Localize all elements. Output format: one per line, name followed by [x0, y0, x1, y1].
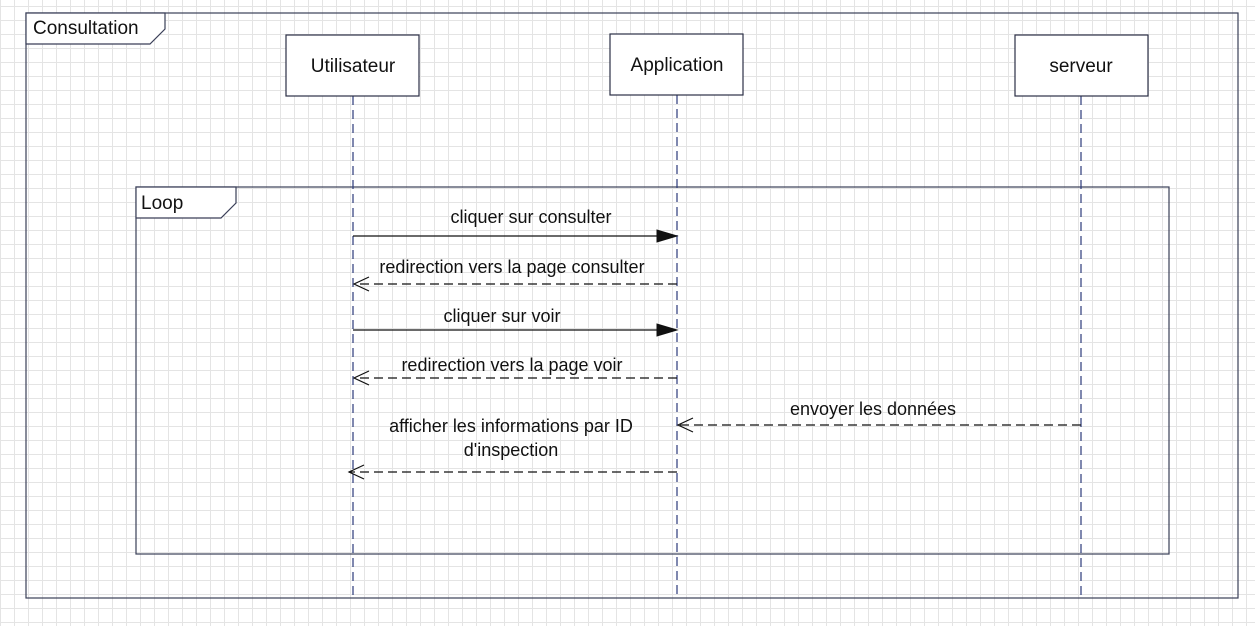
filled-arrow-icon — [656, 229, 679, 243]
message-afficher-informations[interactable]: afficher les informations par ID d'inspe… — [347, 416, 677, 480]
loop-tab — [135, 186, 237, 219]
message-label-line-2: d'inspection — [464, 440, 559, 460]
frame-label: Consultation — [33, 18, 139, 39]
message-label: redirection vers la page consulter — [379, 257, 644, 277]
message-label-line-1: afficher les informations par ID — [389, 416, 633, 436]
message-label: envoyer les données — [790, 399, 956, 419]
message-redirection-consulter[interactable]: redirection vers la page consulter — [352, 257, 677, 292]
message-label: cliquer sur consulter — [450, 207, 611, 227]
open-arrow-icon — [352, 276, 370, 292]
frame-tab — [25, 12, 166, 45]
frame-consultation — [25, 12, 1239, 599]
message-label: redirection vers la page voir — [401, 355, 622, 375]
open-arrow-icon — [347, 464, 365, 480]
loop-label: Loop — [141, 193, 183, 214]
loop-fragment — [135, 186, 1170, 555]
lifeline-head-serveur[interactable]: serveur — [1014, 34, 1149, 97]
open-arrow-icon — [676, 417, 694, 433]
message-redirection-voir[interactable]: redirection vers la page voir — [352, 355, 677, 386]
lifeline-head-utilisateur[interactable]: Utilisateur — [285, 34, 420, 97]
filled-arrow-icon — [656, 323, 679, 337]
message-envoyer-donnees[interactable]: envoyer les données — [676, 399, 1081, 433]
lifeline-head-application[interactable]: Application — [609, 33, 744, 96]
open-arrow-icon — [352, 370, 370, 386]
lifeline-label-serveur: serveur — [1049, 56, 1113, 77]
message-cliquer-voir[interactable]: cliquer sur voir — [353, 306, 679, 337]
lifeline-label-application: Application — [631, 55, 724, 76]
lifeline-label-utilisateur: Utilisateur — [311, 56, 396, 77]
message-cliquer-consulter[interactable]: cliquer sur consulter — [353, 207, 679, 243]
message-label: cliquer sur voir — [443, 306, 560, 326]
